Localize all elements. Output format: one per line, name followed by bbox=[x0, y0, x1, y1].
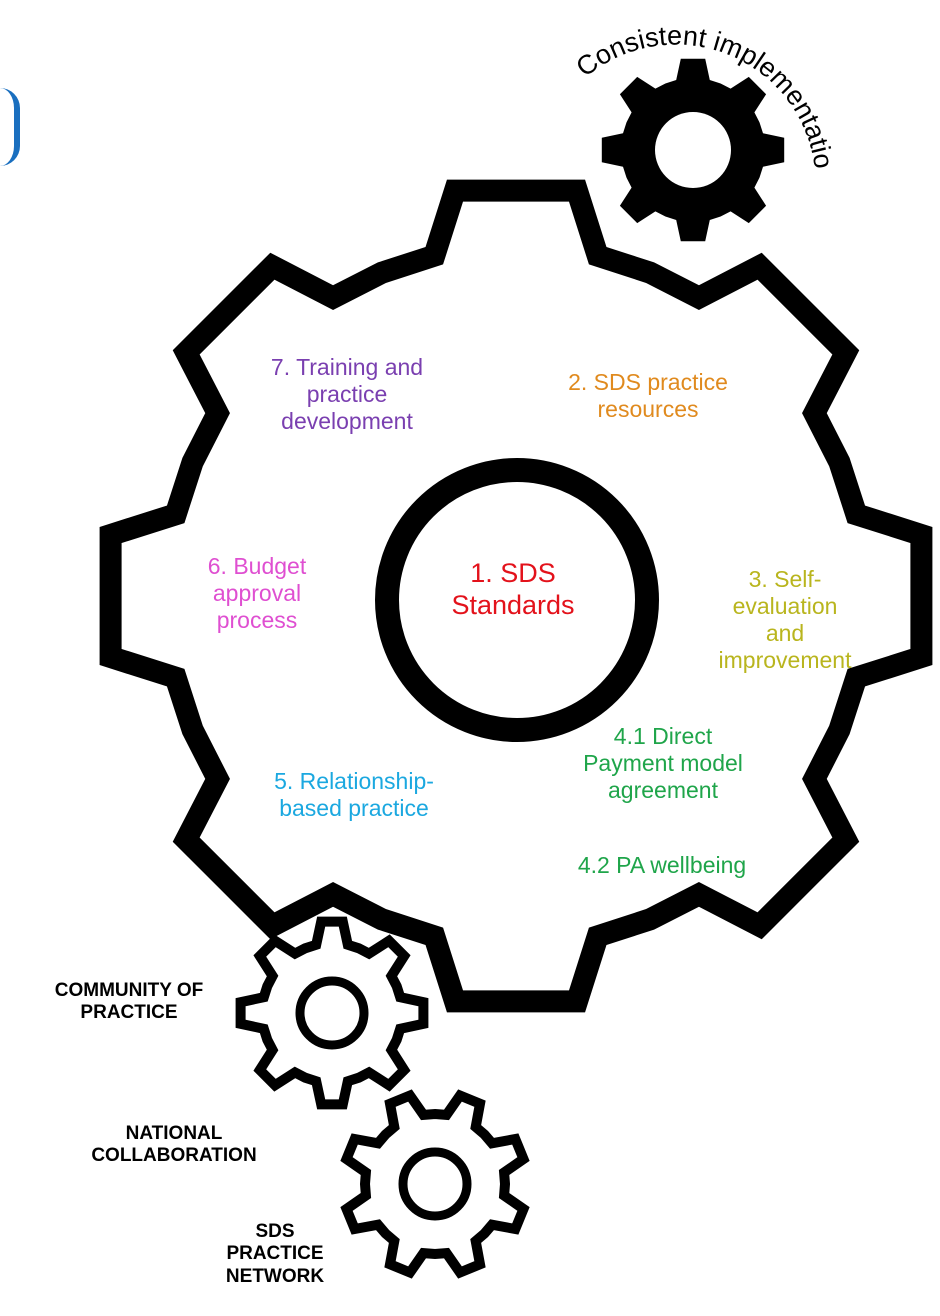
segment-line: 7. Training and bbox=[270, 354, 424, 380]
segment-line: 2. SDS practice bbox=[568, 369, 728, 395]
label-national-collaboration: NATIONAL COLLABORATION bbox=[91, 1123, 256, 1168]
small-gear-hole bbox=[398, 1147, 472, 1221]
small-label-line: COLLABORATION bbox=[91, 1145, 257, 1167]
segment-self-evaluation: 3. Self-evaluation and improvement bbox=[708, 566, 863, 675]
small-gear-icon bbox=[340, 1089, 530, 1279]
center-ring bbox=[375, 458, 659, 742]
segment-practice-resources: 2. SDS practice resources bbox=[568, 369, 728, 423]
small-label-line: SDS bbox=[255, 1221, 295, 1242]
segment-line: process bbox=[216, 607, 298, 634]
center-label-line: Standards bbox=[451, 589, 575, 620]
segment-line: agreement bbox=[608, 777, 718, 804]
segment-line: 4.2 PA wellbeing bbox=[577, 852, 747, 878]
small-label-line: NETWORK bbox=[225, 1265, 325, 1287]
segment-line: 3. Self-evaluation bbox=[732, 566, 838, 620]
segment-training: 7. Training and practice development bbox=[271, 354, 423, 435]
segment-line: 5. Relationship- bbox=[274, 768, 434, 794]
segment-direct-payment: 4.1 Direct Payment model agreement bbox=[583, 723, 743, 804]
center-label: 1. SDS Standards bbox=[451, 558, 574, 622]
top-gear-hole bbox=[655, 112, 731, 188]
segment-pa-wellbeing: 4.2 PA wellbeing bbox=[578, 852, 746, 879]
small-label-line: COMMUNITY OF bbox=[54, 980, 204, 1001]
segment-line: based practice bbox=[279, 795, 429, 822]
page-edge-decoration bbox=[0, 88, 20, 166]
segment-line: and improvement bbox=[718, 620, 852, 674]
segment-line: development bbox=[281, 408, 413, 435]
label-sds-practice-network: SDS PRACTICE NETWORK bbox=[226, 1221, 324, 1288]
center-label-line: 1. SDS bbox=[470, 558, 556, 588]
main-gear-outline bbox=[99, 179, 933, 1013]
small-label-line: PRACTICE bbox=[80, 1002, 178, 1024]
segment-relationship-practice: 5. Relationship- based practice bbox=[274, 768, 434, 822]
label-community-of-practice: COMMUNITY OF PRACTICE bbox=[55, 980, 203, 1025]
small-label-line: NATIONAL bbox=[125, 1123, 223, 1144]
segment-budget-approval: 6. Budget approval process bbox=[208, 553, 306, 634]
segment-line: practice bbox=[306, 381, 388, 408]
small-gear-hole bbox=[295, 976, 369, 1050]
segment-line: 6. Budget bbox=[207, 553, 307, 579]
small-gear-icon bbox=[235, 916, 429, 1110]
segment-line: 4.1 Direct bbox=[613, 723, 713, 749]
segment-line: Payment model bbox=[583, 750, 743, 777]
segment-line: resources bbox=[597, 396, 699, 423]
segment-line: approval bbox=[212, 580, 302, 607]
small-label-line: PRACTICE bbox=[226, 1243, 324, 1265]
